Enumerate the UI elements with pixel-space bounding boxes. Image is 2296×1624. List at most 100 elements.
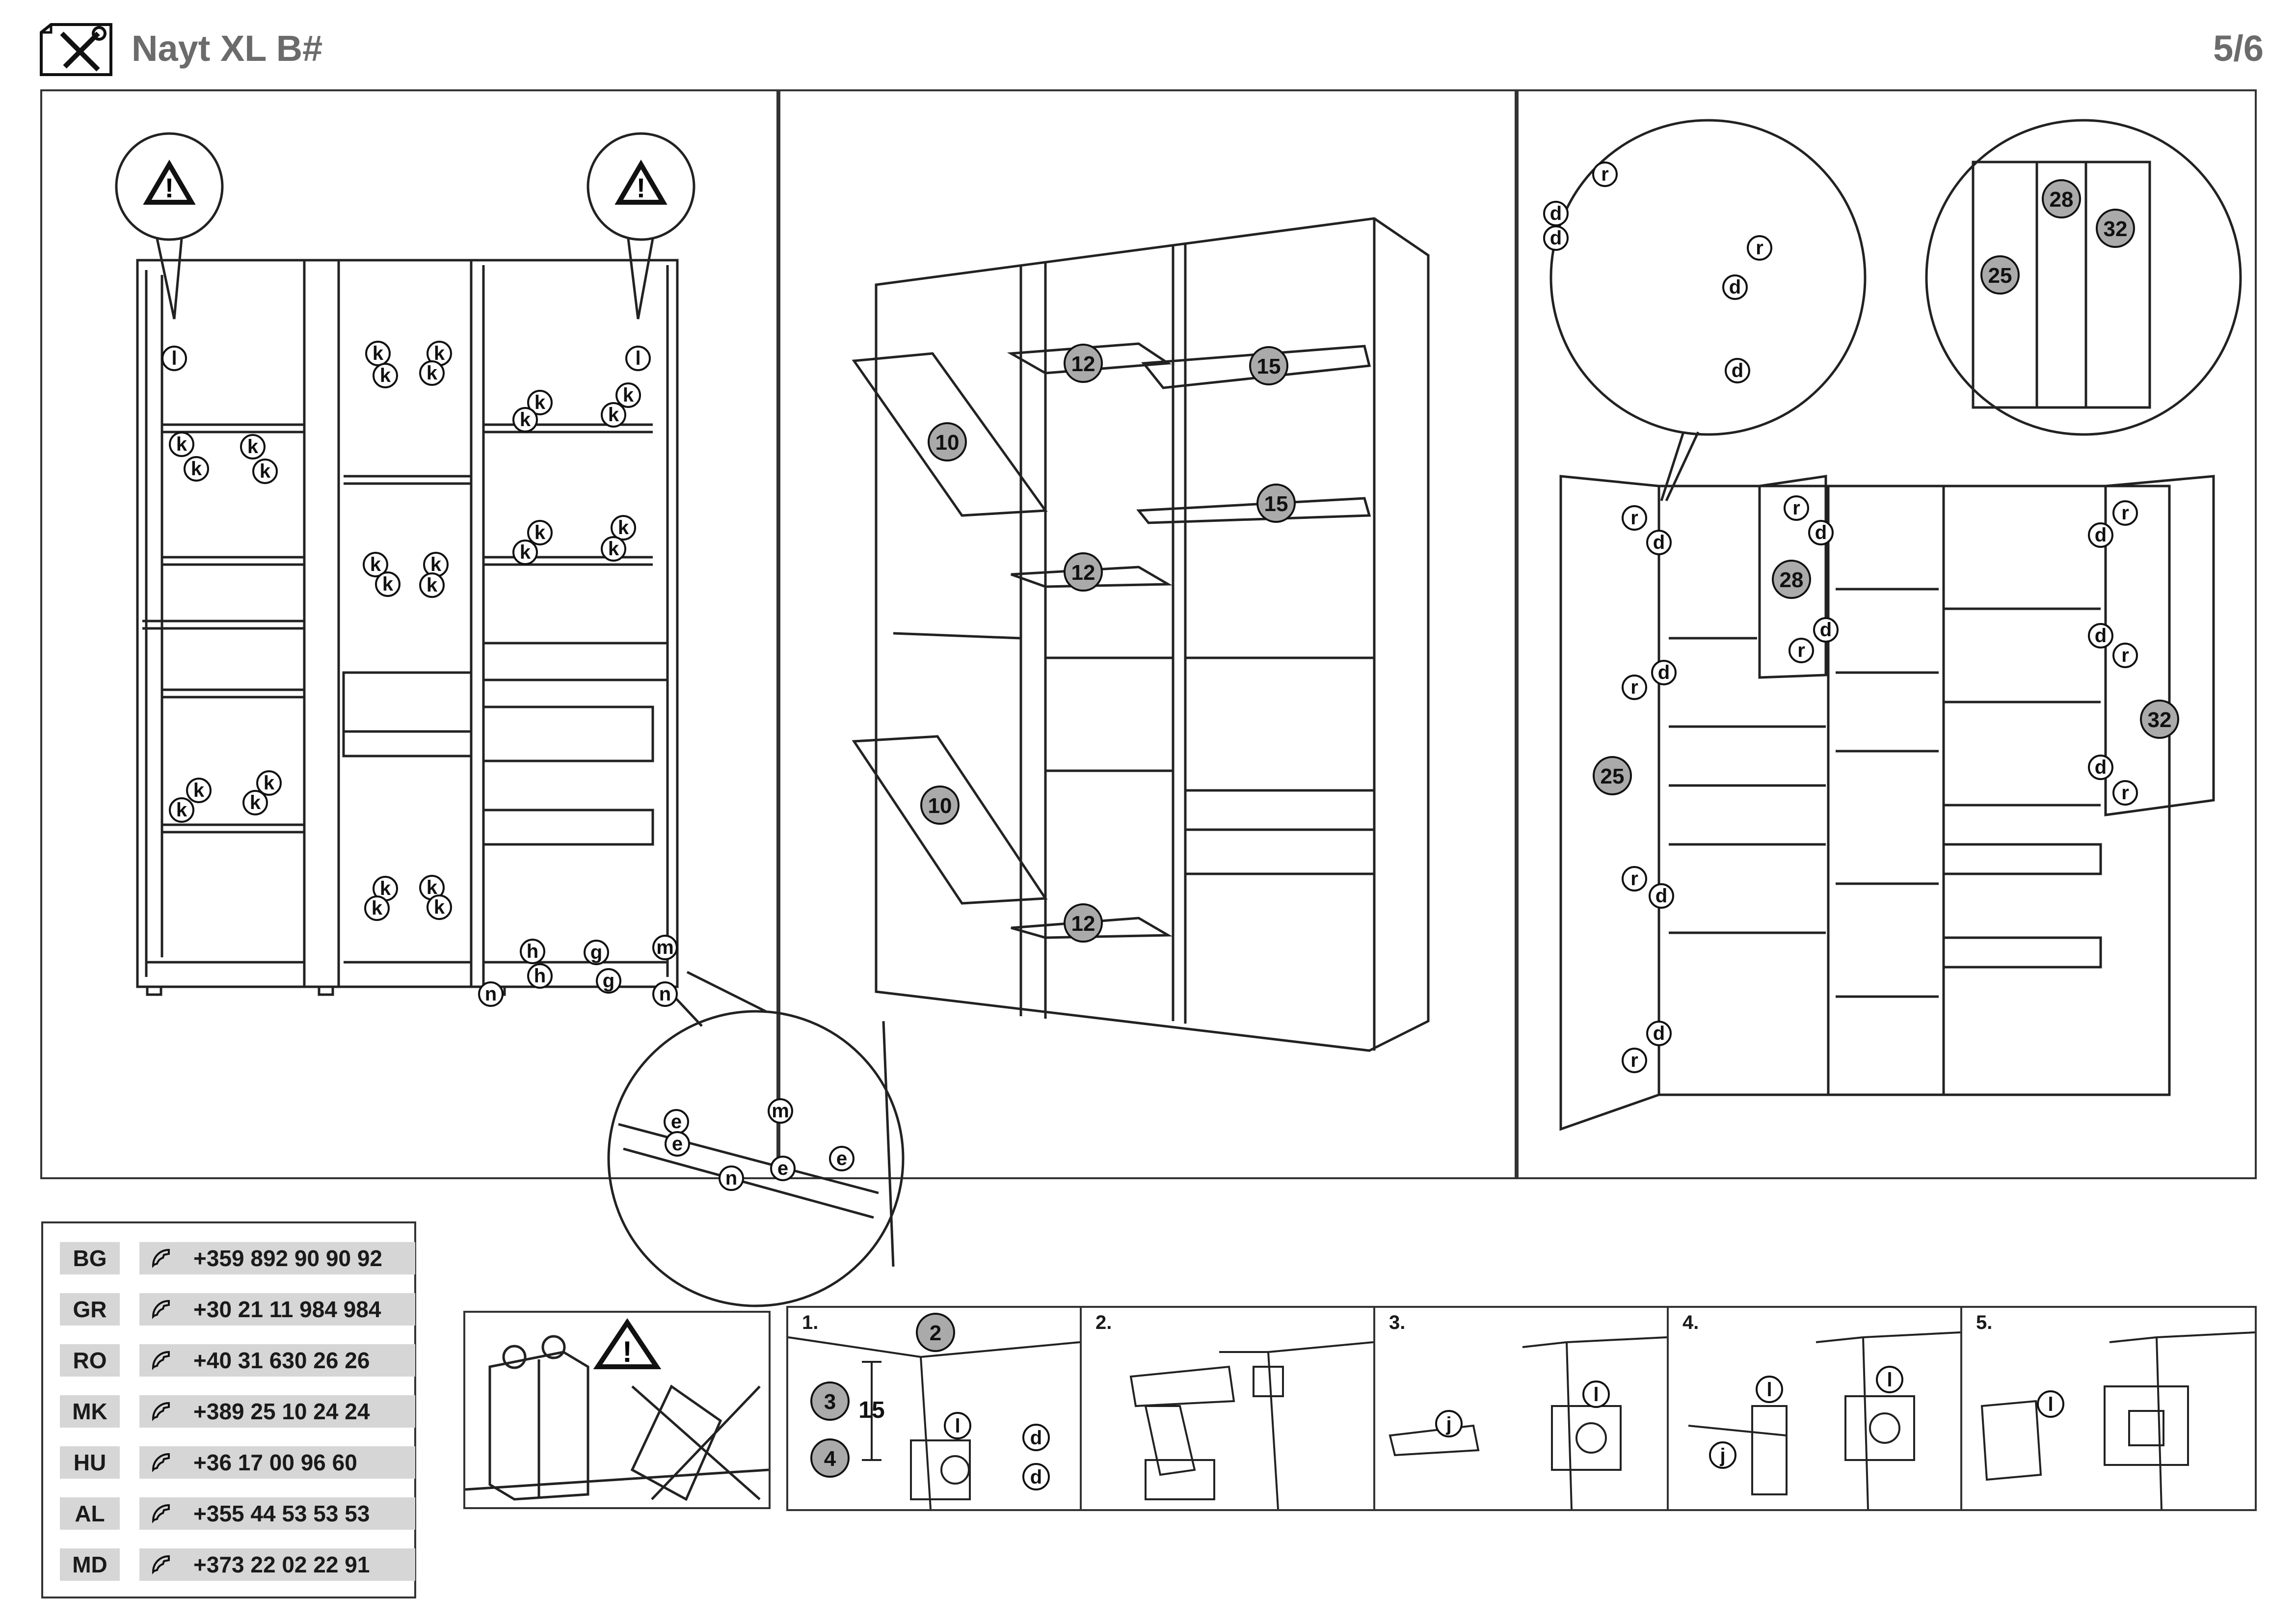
step-number: 1.: [802, 1312, 819, 1333]
svg-text:h: h: [534, 965, 546, 987]
phone-icon: [152, 1402, 170, 1421]
svg-text:28: 28: [2050, 188, 2074, 212]
phone-number: +30 21 11 984 984: [139, 1293, 415, 1326]
svg-text:k: k: [176, 433, 187, 455]
phone-icon: [152, 1504, 170, 1523]
svg-text:l: l: [1593, 1384, 1599, 1406]
svg-text:12: 12: [1071, 561, 1095, 585]
country-code: RO: [60, 1344, 120, 1377]
step-1-box: 1. 2 3 4 15 l d d: [786, 1306, 1082, 1511]
svg-text:d: d: [1550, 203, 1562, 224]
svg-text:10: 10: [935, 431, 960, 455]
svg-text:k: k: [534, 522, 546, 543]
page-number: 5/6: [2213, 28, 2264, 69]
svg-text:k: k: [534, 392, 546, 413]
svg-text:k: k: [608, 404, 619, 426]
step-number: 2.: [1095, 1312, 1112, 1333]
svg-text:d: d: [1732, 360, 1743, 381]
svg-text:k: k: [618, 517, 629, 539]
assembly-panel-1: [40, 89, 780, 1179]
svg-text:j: j: [1719, 1445, 1725, 1466]
svg-text:k: k: [608, 538, 619, 560]
svg-text:l: l: [2048, 1394, 2053, 1415]
phone-number: +389 25 10 24 24: [139, 1395, 415, 1428]
svg-text:32: 32: [2104, 217, 2128, 241]
page-title: Nayt XL B#: [132, 28, 323, 69]
screw-icon: [1688, 1425, 1787, 1436]
wall-plug-icon: [1388, 1424, 1480, 1457]
svg-text:k: k: [427, 362, 438, 384]
step-3-box: 3. j l: [1373, 1306, 1669, 1511]
svg-text:e: e: [671, 1111, 682, 1133]
svg-text:d: d: [1729, 276, 1741, 298]
svg-text:15: 15: [1257, 354, 1281, 379]
svg-text:d: d: [2095, 757, 2107, 778]
svg-text:e: e: [672, 1133, 683, 1155]
country-code: GR: [60, 1293, 120, 1326]
svg-text:k: k: [430, 554, 442, 575]
assembly-panel-3: [1515, 89, 2257, 1179]
svg-text:k: k: [434, 896, 445, 918]
svg-text:g: g: [603, 970, 614, 992]
contact-phone-list: BG +359 892 90 90 92 GR +30 21 11 984 98…: [41, 1221, 416, 1598]
country-code: BG: [60, 1242, 120, 1274]
svg-text:!: !: [622, 1335, 632, 1368]
svg-text:n: n: [485, 983, 497, 1005]
tip-over-warning-box: !: [463, 1311, 771, 1509]
phone-number: +373 22 02 22 91: [139, 1548, 415, 1581]
svg-text:k: k: [427, 877, 438, 898]
svg-text:d: d: [1030, 1427, 1042, 1449]
phone-number: +40 31 630 26 26: [139, 1344, 415, 1377]
phone-icon: [152, 1248, 170, 1268]
country-code: MD: [60, 1548, 120, 1581]
svg-text:k: k: [520, 541, 531, 563]
svg-text:25: 25: [1988, 264, 2012, 288]
country-code: MK: [60, 1395, 120, 1428]
svg-text:r: r: [1601, 163, 1609, 185]
svg-text:n: n: [659, 983, 671, 1005]
svg-text:d: d: [1655, 885, 1667, 907]
phone-number: +36 17 00 96 60: [139, 1446, 415, 1479]
svg-text:m: m: [772, 1100, 789, 1122]
phone-icon: [152, 1299, 170, 1319]
svg-text:k: k: [382, 573, 394, 595]
step-number: 4.: [1682, 1312, 1699, 1333]
svg-text:12: 12: [1071, 352, 1095, 376]
svg-text:l: l: [171, 348, 177, 369]
country-code: HU: [60, 1446, 120, 1479]
svg-text:k: k: [264, 772, 275, 794]
svg-text:j: j: [1445, 1413, 1451, 1435]
svg-text:h: h: [527, 941, 538, 962]
svg-text:d: d: [2095, 625, 2107, 647]
phone-icon: [152, 1453, 170, 1472]
svg-text:4: 4: [824, 1447, 836, 1471]
svg-text:r: r: [1630, 677, 1638, 698]
phone-number: +359 892 90 90 92: [139, 1242, 415, 1274]
svg-text:r: r: [1756, 237, 1763, 259]
tools-icon: [39, 23, 113, 77]
svg-text:k: k: [520, 409, 531, 431]
svg-text:15: 15: [1264, 492, 1288, 516]
svg-text:k: k: [250, 792, 261, 813]
svg-text:r: r: [1792, 497, 1800, 519]
svg-text:3: 3: [824, 1390, 836, 1414]
svg-text:k: k: [191, 458, 202, 480]
svg-text:d: d: [1653, 532, 1665, 553]
svg-text:25: 25: [1601, 764, 1625, 788]
assembly-panel-2: [776, 89, 1519, 1179]
step-4-box: 4. l l j: [1667, 1306, 1962, 1511]
svg-text:k: k: [193, 780, 205, 801]
step-number: 5.: [1976, 1312, 1993, 1333]
svg-text:r: r: [2121, 782, 2129, 804]
svg-text:d: d: [1550, 227, 1562, 249]
svg-text:r: r: [1630, 1050, 1638, 1071]
svg-text:l: l: [955, 1415, 960, 1437]
svg-text:n: n: [725, 1167, 737, 1189]
svg-text:k: k: [247, 436, 259, 458]
svg-text:e: e: [836, 1148, 847, 1169]
svg-text:r: r: [1797, 640, 1805, 661]
svg-text:k: k: [380, 878, 391, 899]
svg-text:d: d: [2095, 524, 2107, 546]
svg-text:r: r: [2121, 502, 2129, 524]
